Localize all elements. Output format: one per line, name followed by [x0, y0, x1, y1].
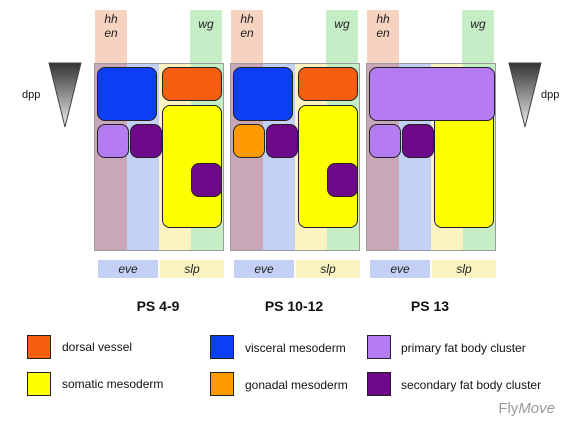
- primary-fat-body-box: [97, 124, 129, 158]
- en-label: en: [240, 26, 254, 40]
- wg-tag-2: wg: [326, 10, 358, 44]
- gonadal-mesoderm-box: [233, 124, 265, 158]
- secondary-fat-body-box: [327, 163, 358, 197]
- stage-label-2: PS 10-12: [264, 298, 324, 314]
- stage-label-3: PS 13: [410, 298, 450, 314]
- slp-strip-1: slp: [160, 260, 224, 278]
- flymove-brand: FlyMove: [498, 400, 555, 417]
- wg-stripe-1: [190, 44, 222, 63]
- dpp-label-right: dpp: [541, 89, 560, 101]
- en-label: en: [376, 26, 390, 40]
- panel-ps4-9: [94, 63, 224, 251]
- hh-en-tag-2: hh en: [231, 10, 263, 48]
- dorsal-vessel-box: [162, 67, 222, 101]
- wg-tag-1: wg: [190, 10, 222, 44]
- legend-swatch-somatic-mesoderm: [27, 372, 51, 396]
- dpp-label-left: dpp: [22, 89, 41, 101]
- legend-swatch-primary-fat-body: [367, 335, 391, 359]
- legend-label-gonadal-mesoderm: gonadal mesoderm: [245, 378, 348, 392]
- panel-ps13: [366, 63, 496, 251]
- secondary-fat-body-box: [266, 124, 298, 158]
- hh-label: hh: [104, 12, 118, 26]
- eve-strip-1: eve: [98, 260, 158, 278]
- eve-strip-2: eve: [234, 260, 294, 278]
- hh-en-tag-1: hh en: [95, 10, 127, 48]
- hh-stripe-1: [95, 46, 127, 63]
- secondary-fat-body-box: [402, 124, 434, 158]
- brand-fly: Fly: [498, 400, 519, 417]
- hh-en-tag-3: hh en: [367, 10, 399, 48]
- slp-strip-3: slp: [432, 260, 496, 278]
- legend-label-somatic-mesoderm: somatic mesoderm: [62, 377, 164, 391]
- slp-strip-2: slp: [296, 260, 360, 278]
- stage-label-1: PS 4-9: [136, 298, 180, 314]
- legend-label-dorsal-vessel: dorsal vessel: [62, 340, 133, 354]
- hh-label: hh: [240, 12, 254, 26]
- visceral-mesoderm-box: [97, 67, 157, 121]
- legend-swatch-dorsal-vessel: [27, 335, 51, 359]
- dpp-gradient-left-icon: [48, 62, 82, 128]
- visceral-mesoderm-box: [233, 67, 293, 121]
- legend-label-primary-fat-body: primary fat body cluster: [401, 341, 526, 355]
- hh-label: hh: [376, 12, 390, 26]
- wg-stripe-3: [462, 44, 494, 63]
- secondary-fat-body-box: [130, 124, 162, 158]
- wg-tag-3: wg: [462, 10, 494, 44]
- hh-stripe-2: [231, 46, 263, 63]
- hh-stripe-3: [367, 46, 399, 63]
- legend-swatch-visceral-mesoderm: [210, 335, 234, 359]
- dpp-gradient-right-icon: [508, 62, 542, 128]
- secondary-fat-body-box: [191, 163, 222, 197]
- wg-stripe-2: [326, 44, 358, 63]
- brand-move: Move: [518, 400, 555, 417]
- legend-label-visceral-mesoderm: visceral mesoderm: [245, 341, 346, 355]
- primary-fat-body-box: [369, 67, 495, 121]
- legend-swatch-gonadal-mesoderm: [210, 372, 234, 396]
- legend-swatch-secondary-fat-body: [367, 372, 391, 396]
- panel-ps10-12: [230, 63, 360, 251]
- eve-strip-3: eve: [370, 260, 430, 278]
- primary-fat-body-box: [369, 124, 401, 158]
- somatic-mesoderm-box: [434, 105, 494, 228]
- dorsal-vessel-box: [298, 67, 358, 101]
- legend-label-secondary-fat-body: secondary fat body cluster: [401, 378, 542, 392]
- en-label: en: [104, 26, 118, 40]
